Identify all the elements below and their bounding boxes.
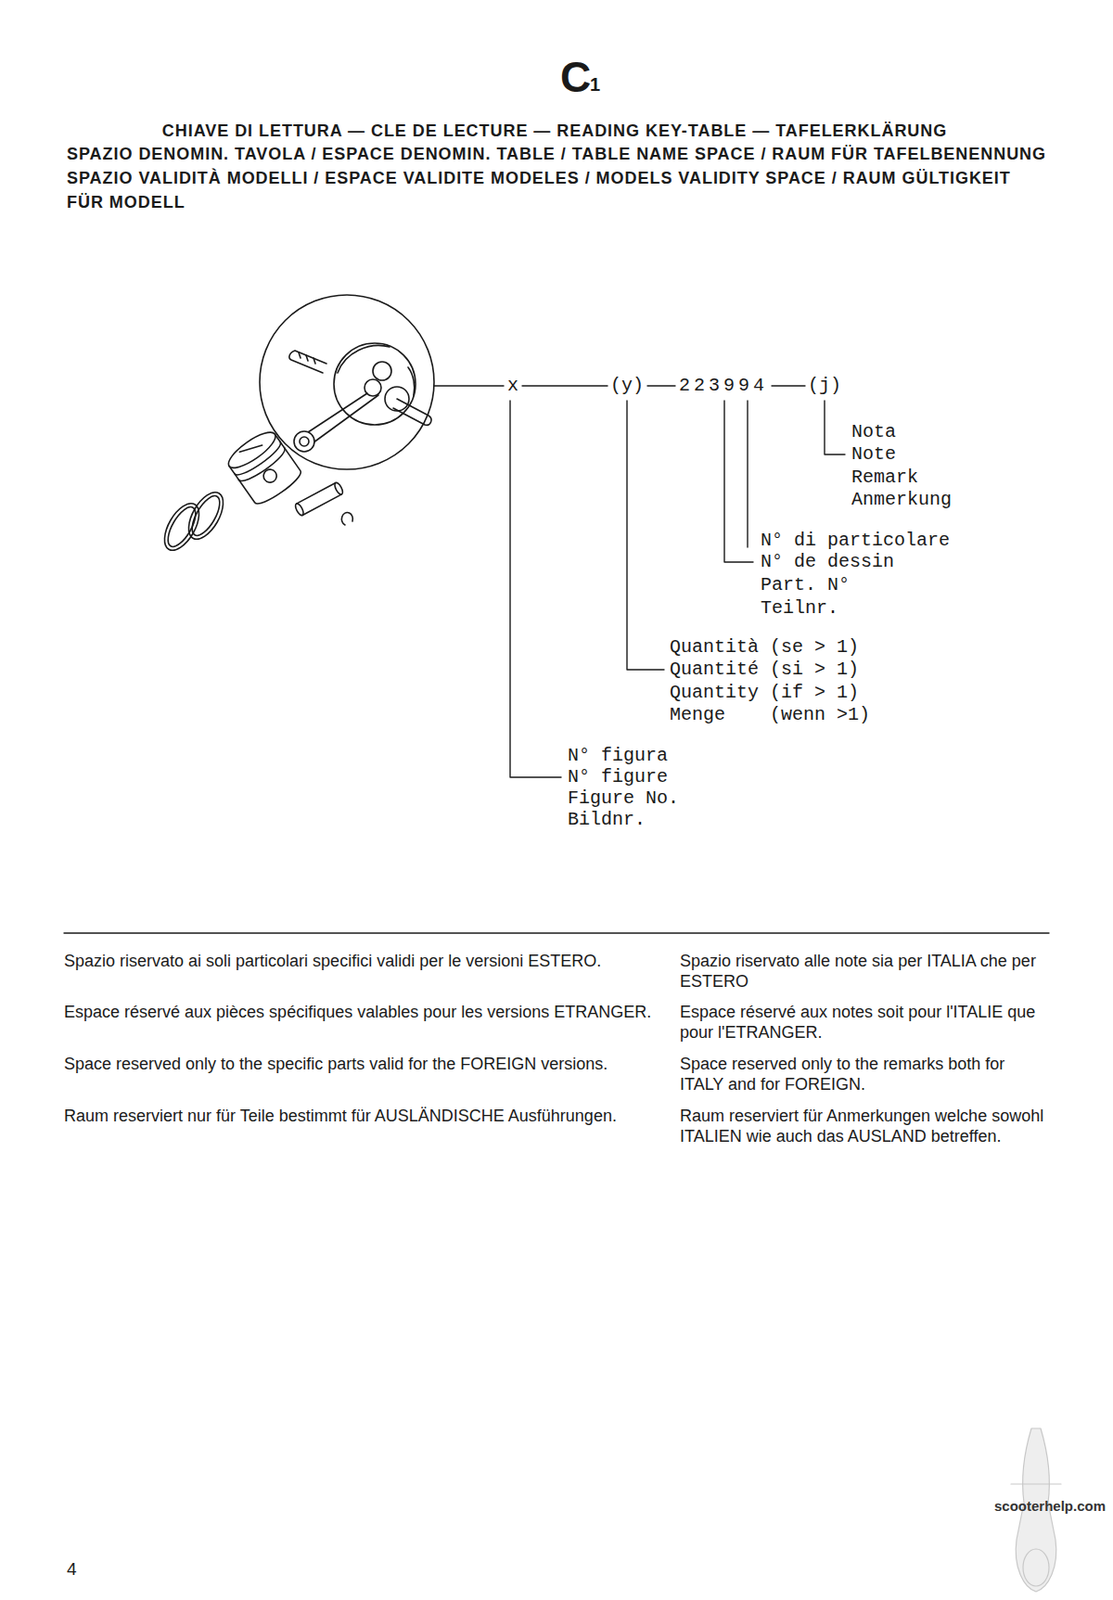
note-paragraph: Space reserved only to the specific part… [63, 1053, 658, 1075]
key-description: Menge (wenn >1) [669, 703, 870, 727]
key-description: Bildnr. [567, 808, 646, 832]
piston-rings [157, 486, 231, 556]
key-description: Anmerkung [851, 488, 952, 512]
note-paragraph: Raum reserviert für Anmerkungen welche s… [679, 1105, 1051, 1147]
key-description: Teilnr. [760, 597, 839, 620]
key-description: Quantità (se > 1) [669, 636, 859, 659]
key-description: Note [851, 443, 896, 466]
key-description: N° figure [567, 766, 668, 789]
piston-drawing [223, 426, 305, 509]
circlip [341, 512, 353, 525]
key-field: (j) [807, 374, 842, 397]
note-paragraph: Space reserved only to the remarks both … [679, 1053, 1051, 1095]
key-description: Remark [851, 466, 919, 489]
page-title: C [560, 53, 591, 101]
key-description: N° figura [567, 744, 668, 768]
key-field: x [507, 374, 519, 397]
header-line: SPAZIO DENOMIN. TAVOLA / ESPACE DENOMIN.… [66, 141, 1047, 167]
key-description: Part. N° [760, 574, 850, 597]
note-paragraph: Spazio riservato ai soli particolari spe… [63, 950, 658, 972]
watermark: scooterhelp.com [994, 1497, 1106, 1515]
divider-rule [63, 932, 1050, 934]
header-line: SPAZIO VALIDITÀ MODELLI / ESPACE VALIDIT… [66, 166, 1052, 215]
key-description: Nota [851, 421, 896, 444]
note-paragraph: Spazio riservato alle note sia per ITALI… [679, 950, 1051, 992]
title-subscript: 1 [589, 74, 601, 95]
key-field: (y) [610, 374, 644, 397]
part-number: 223994 [678, 374, 768, 397]
key-description: Quantité (si > 1) [669, 658, 859, 681]
page-number: 4 [66, 1559, 77, 1580]
key-description: N° di particolare [760, 529, 950, 552]
note-paragraph: Espace réservé aux notes soit pour l'ITA… [679, 1001, 1051, 1043]
note-paragraph: Raum reserviert nur für Teile bestimmt f… [63, 1105, 658, 1126]
crankshaft-drawing [259, 294, 435, 470]
note-paragraph: Espace réservé aux pièces spécifiques va… [63, 1001, 658, 1023]
key-description: Quantity (if > 1) [669, 681, 859, 704]
key-description: Figure No. [567, 787, 679, 810]
piston-pin [294, 481, 345, 517]
key-description: N° de dessin [760, 550, 895, 574]
header-line: CHIAVE DI LETTURA — CLE DE LECTURE — REA… [162, 118, 948, 143]
